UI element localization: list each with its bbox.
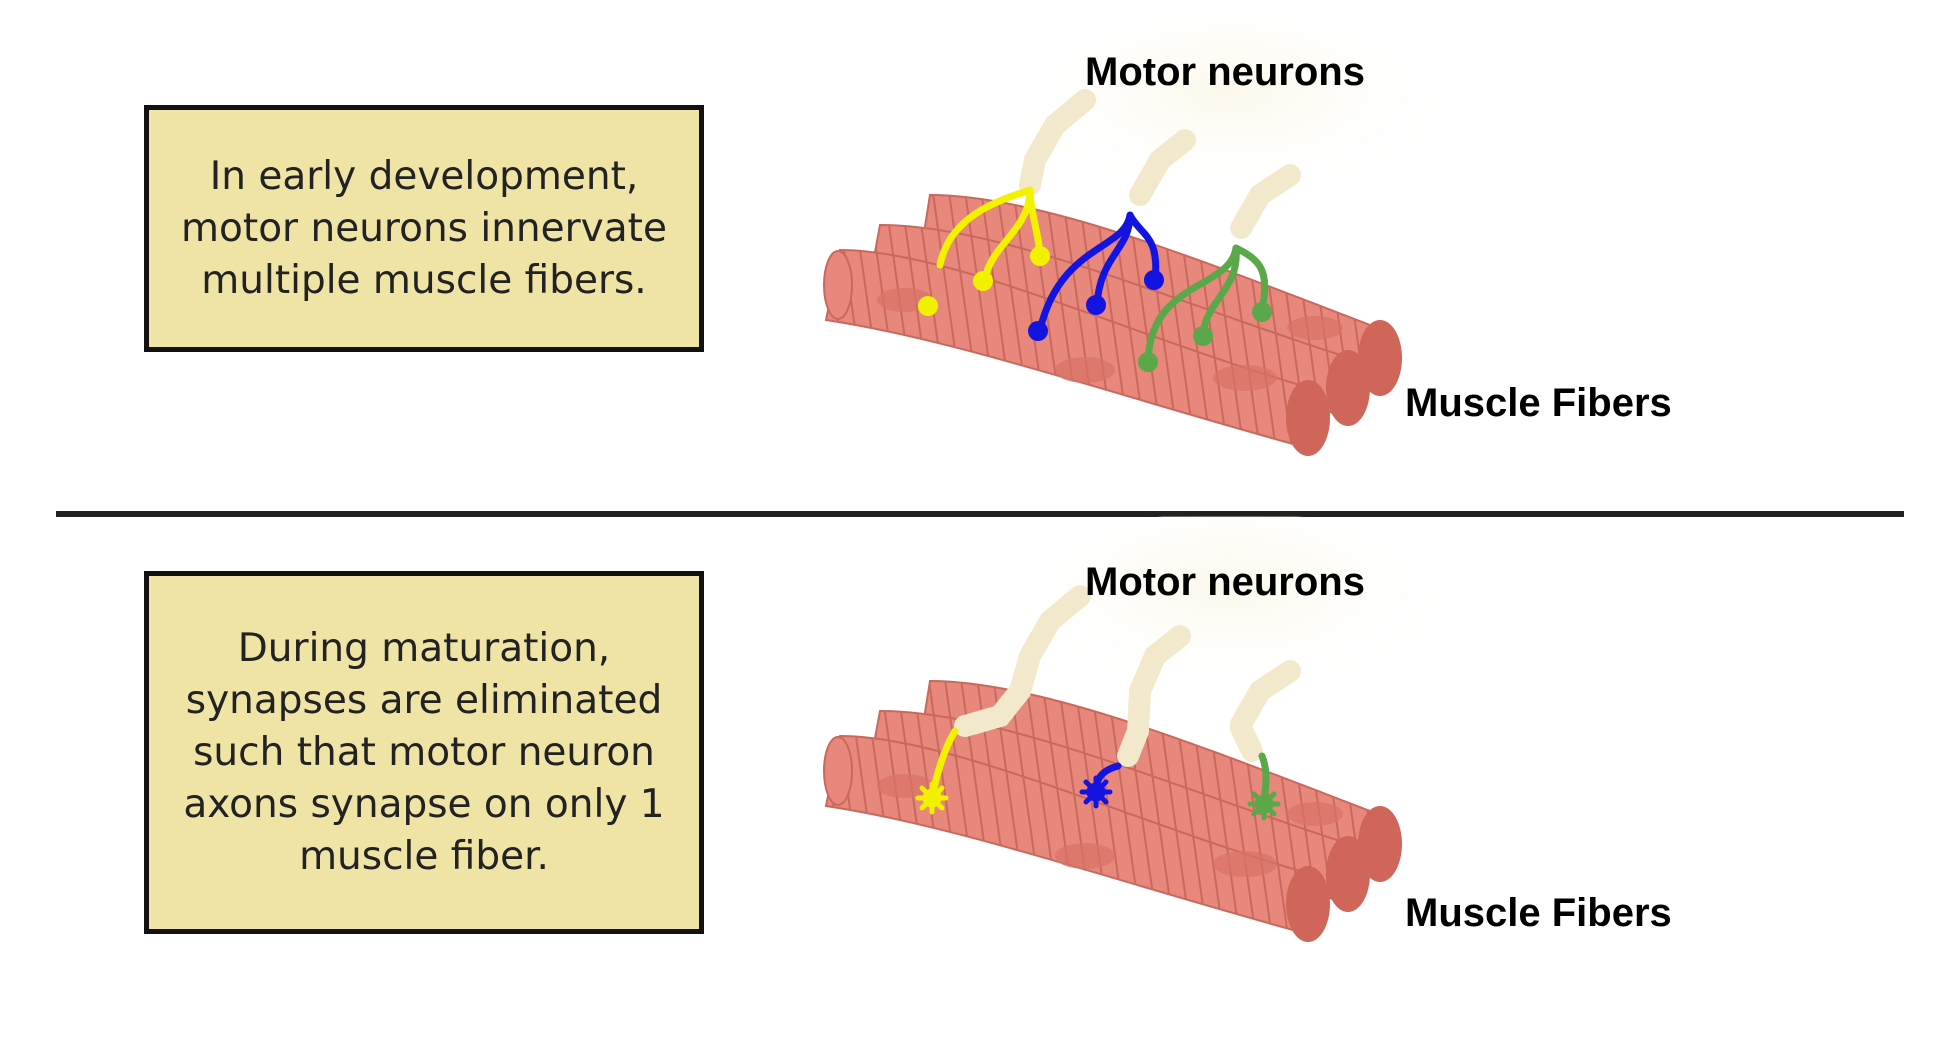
muscle-fiber-bundle <box>823 679 1402 942</box>
muscle-fibers-label-bottom: Muscle Fibers <box>1405 891 1672 935</box>
neuron-backdrop-glow <box>1020 516 1440 701</box>
muscle-fiber-middle-end <box>1326 350 1370 426</box>
green-synapse-terminal <box>1247 787 1281 821</box>
muscle-fibers-label-top: Muscle Fibers <box>1405 381 1672 425</box>
green-motor-neuron <box>1227 660 1301 821</box>
nucleus <box>1213 365 1277 391</box>
blue-motor-neuron <box>1079 625 1191 809</box>
nucleus <box>1287 316 1343 340</box>
yellow-synapse-terminal <box>915 781 949 815</box>
early-development-note: In early development, motor neurons inne… <box>144 105 704 352</box>
bottom-panel: During maturation, synapses are eliminat… <box>0 516 1950 1059</box>
blue-motor-neuron <box>1028 129 1196 341</box>
maturation-text: During maturation, synapses are eliminat… <box>183 625 665 879</box>
muscle-fiber-start <box>823 250 853 320</box>
nucleus <box>877 774 933 798</box>
nucleus <box>1287 802 1343 826</box>
muscle-fiber-middle-end <box>1326 836 1370 912</box>
early-development-text: In early development, motor neurons inne… <box>181 153 667 303</box>
yellow-motor-neuron <box>915 585 1091 815</box>
maturation-note: During maturation, synapses are eliminat… <box>144 571 704 934</box>
motor-neurons-label-top: Motor neurons <box>1085 50 1365 94</box>
early-innervation-illustration <box>823 15 1440 456</box>
top-panel: In early development, motor neurons inne… <box>0 0 1950 512</box>
panel-divider <box>56 511 1904 517</box>
blue-synapse-terminal <box>1079 775 1113 809</box>
muscle-fiber-front-end <box>1286 380 1330 456</box>
muscle-fiber-front-end <box>1286 866 1330 942</box>
motor-neurons-label-bottom: Motor neurons <box>1085 560 1365 604</box>
yellow-motor-neuron <box>918 89 1096 316</box>
mature-innervation-illustration <box>823 516 1440 942</box>
nucleus <box>1055 357 1115 383</box>
green-motor-neuron <box>1138 164 1301 372</box>
nucleus <box>1055 843 1115 869</box>
neuron-backdrop-glow <box>1020 15 1440 205</box>
muscle-fiber-start <box>823 736 853 806</box>
nucleus <box>1213 851 1277 877</box>
